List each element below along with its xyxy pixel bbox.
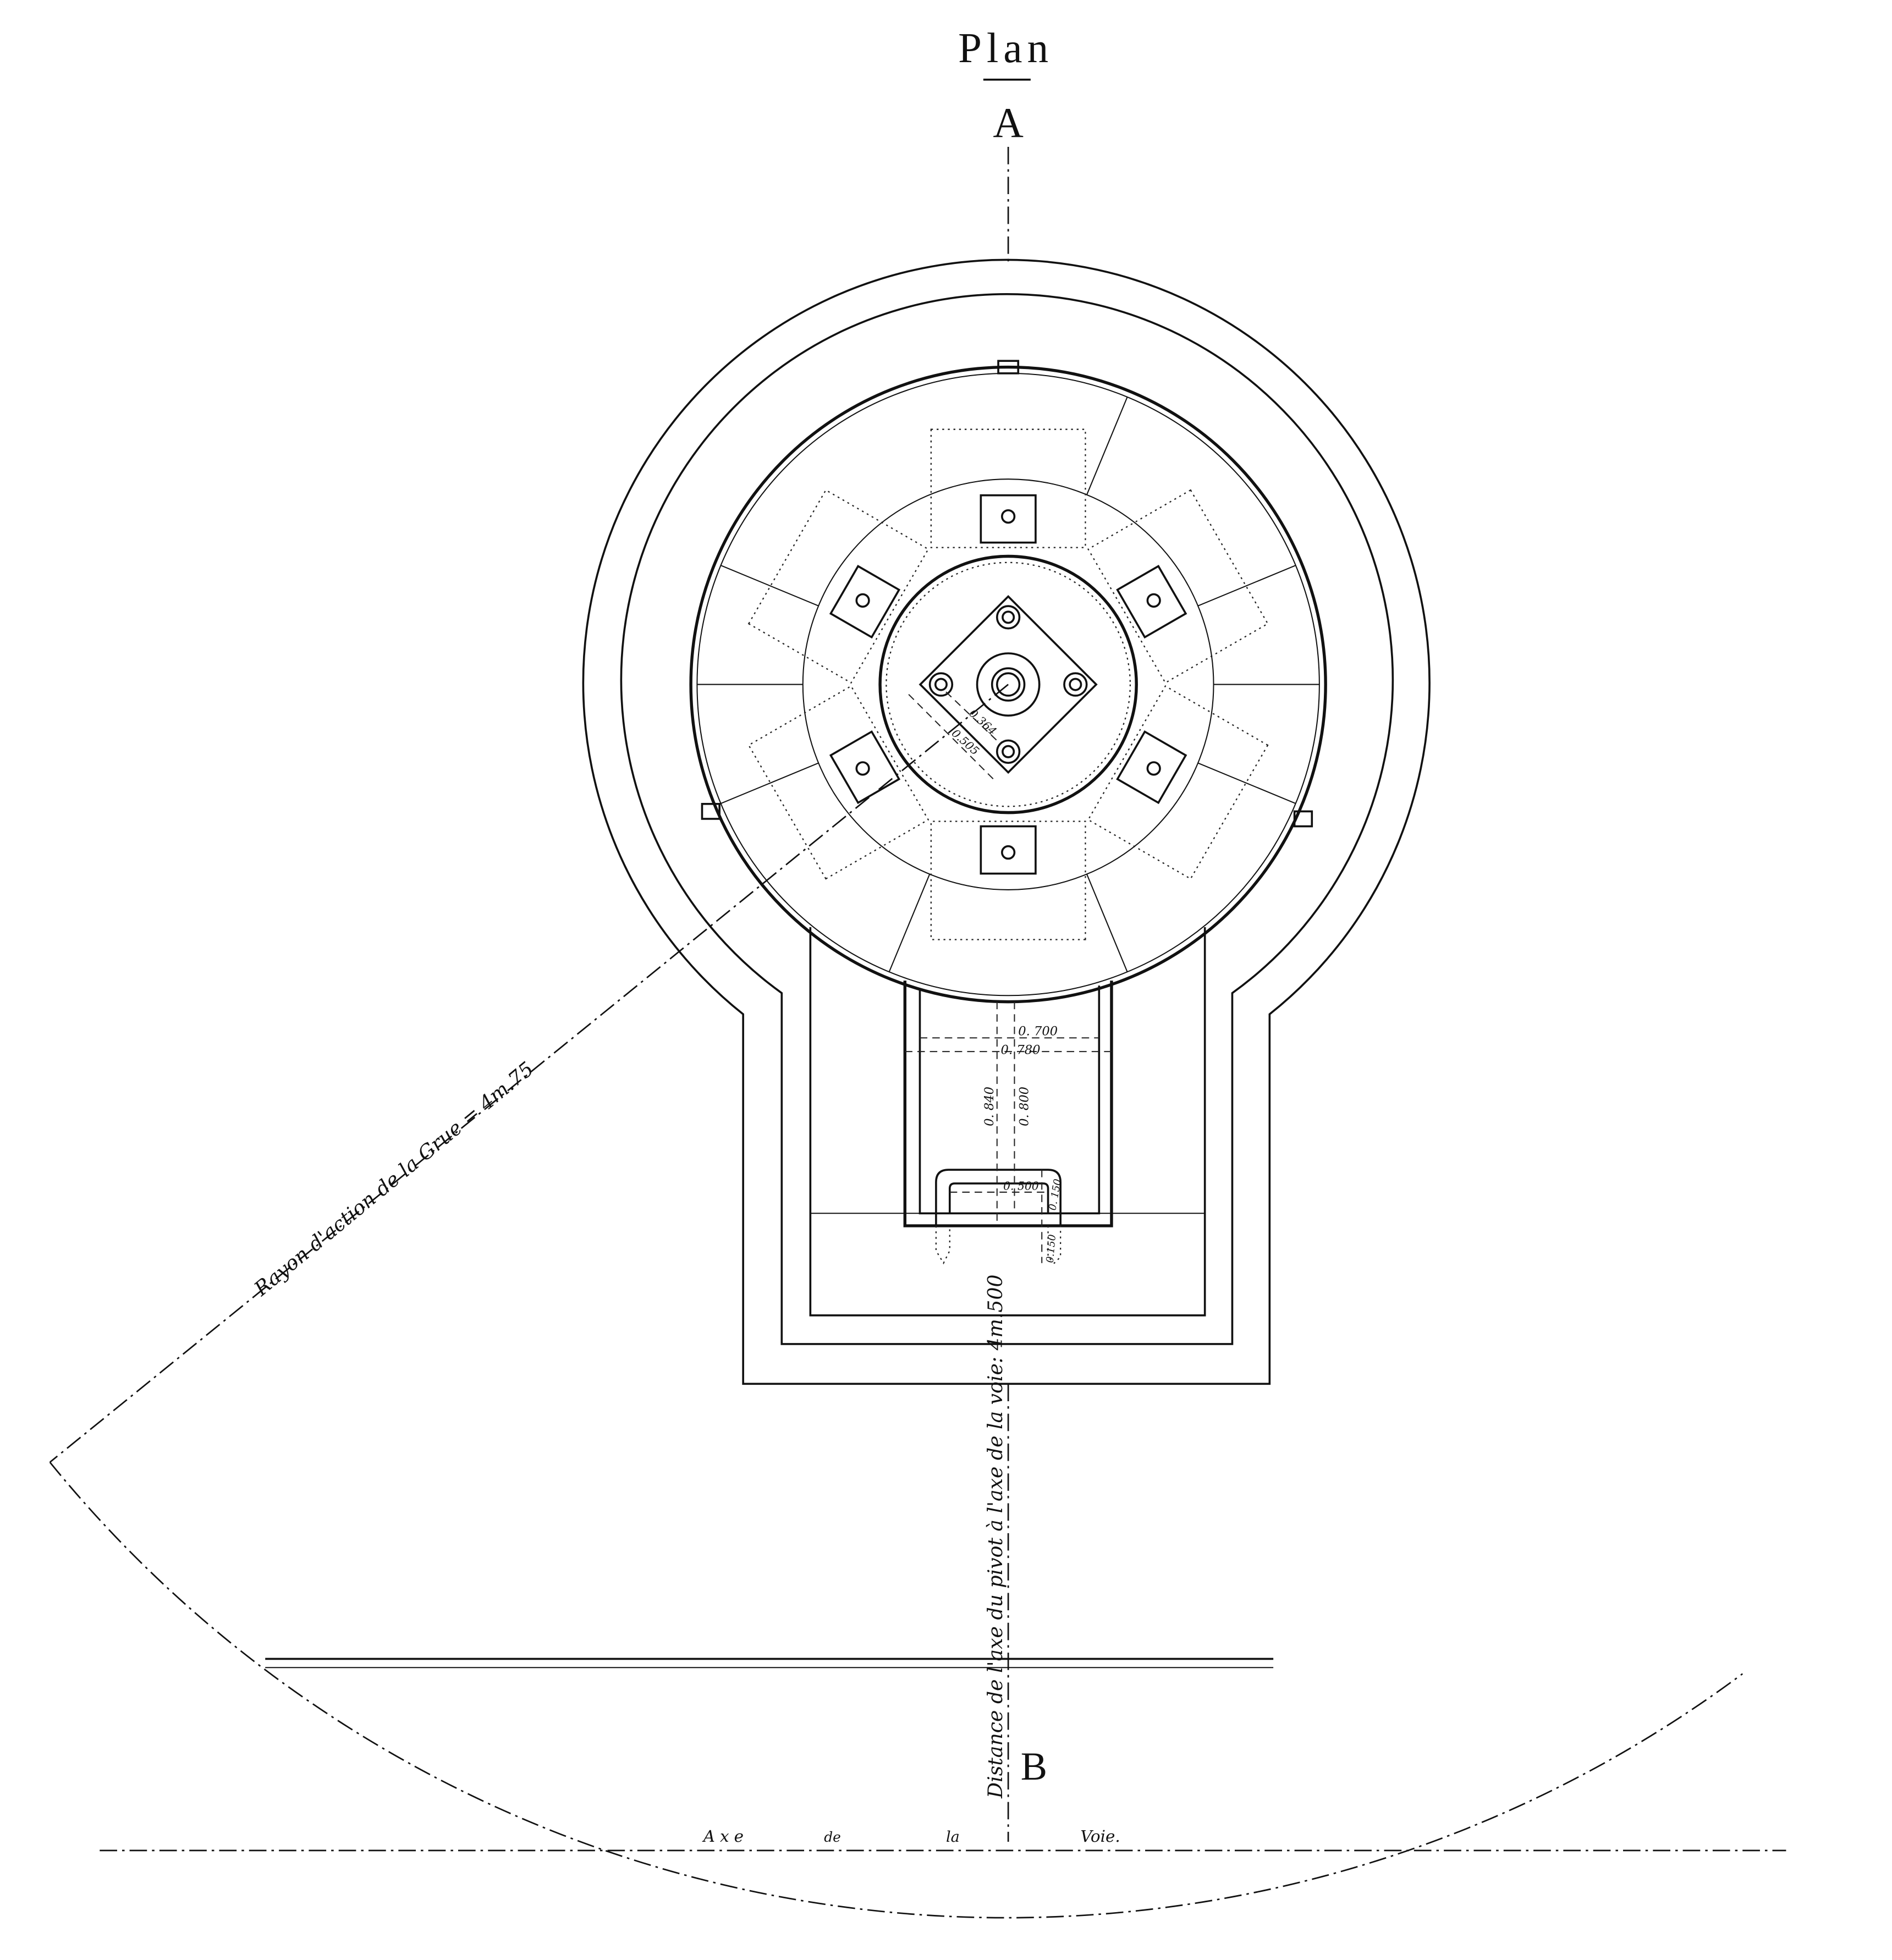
spoke-line: [888, 874, 931, 972]
bolt-hole: [1146, 593, 1161, 608]
spoke-line: [1197, 565, 1296, 607]
bolt-plates: [829, 494, 1187, 875]
spoke-line: [1197, 762, 1296, 805]
dim-bracket-width: 0. 500: [1003, 1179, 1039, 1192]
spoke-line: [721, 565, 819, 607]
lug-top: [997, 360, 1020, 375]
pivot-shaft-inner: [996, 672, 1021, 697]
spoke-line: [1086, 874, 1128, 972]
spoke-line: [1086, 397, 1128, 495]
track-axis-word-1: Axe: [702, 1827, 749, 1846]
dim-line-plate-side: [908, 693, 997, 782]
lug-left: [701, 802, 721, 820]
spoke-line: [721, 762, 819, 805]
dim-pit-inner-width: 0. 700: [1018, 1025, 1058, 1039]
track-axis-word-3: la: [946, 1829, 960, 1846]
hub-dotted-circle: [886, 561, 1131, 807]
dotted-block: [747, 685, 930, 880]
section-mark-a: A: [993, 99, 1024, 146]
bolt-plate: [980, 494, 1037, 544]
track-axis-word-4: Voie.: [1080, 1827, 1120, 1846]
bolt-plate: [829, 730, 901, 805]
pit-outline: [903, 981, 1113, 1227]
bolt-hole: [1146, 761, 1161, 776]
dim-anchor-depth: 0.150: [1044, 1234, 1058, 1263]
dim-pit-depth-inner: 0. 800: [1017, 1087, 1031, 1126]
anchor-leg-right: [1047, 1225, 1062, 1264]
dotted-block: [747, 489, 930, 684]
turntable-circle: [689, 365, 1327, 1004]
anchor-leg-left: [935, 1225, 950, 1265]
pivot-shaft: [991, 667, 1026, 702]
dotted-block: [930, 428, 1086, 548]
pit-inner-outline: [919, 985, 1101, 1215]
bolt-hole: [855, 761, 870, 776]
anchor-bracket-inner: [948, 1182, 1049, 1214]
bolt-hole: [1001, 845, 1016, 860]
dotted-block: [1087, 685, 1269, 880]
bolt-hole: [1001, 509, 1016, 524]
section-mark-b: B: [1021, 1744, 1047, 1788]
lug-right: [1293, 810, 1313, 828]
pivot-base-plate: [919, 595, 1098, 774]
crane-radius-label: Rayon d'action de la Grue = 4m.75: [249, 1057, 538, 1301]
hub-circle: [878, 554, 1138, 814]
spokes: [697, 397, 1319, 972]
bolt-plate: [829, 565, 901, 639]
dim-pit-depth-outer: 0. 840: [982, 1087, 997, 1126]
dotted-block: [930, 821, 1086, 940]
crane-radius-line: [49, 684, 1009, 1463]
pivot-collar: [976, 652, 1041, 717]
bolt-plate: [1116, 565, 1187, 639]
bolt-hole: [855, 593, 870, 608]
drawing-title: Plan: [958, 24, 1053, 71]
outer-foundation-outline: [582, 258, 1431, 1385]
anchor-bracket: [935, 1169, 1062, 1226]
pivot-distance-label: Distance de l'axe du pivot à l'axe de la…: [983, 1275, 1007, 1799]
plate-bolts: [928, 605, 1088, 764]
dim-line-plate-bolt: [945, 691, 1002, 745]
bolt-plate: [1116, 730, 1187, 805]
crane-action-arc: [49, 1462, 1744, 1919]
dim-pit-outer-width: 0. 780: [1001, 1043, 1041, 1058]
dotted-blocks: [747, 428, 1269, 940]
second-foundation-outline: [620, 293, 1394, 1345]
middle-ring: [802, 478, 1214, 890]
track-axis-word-2: de: [824, 1829, 841, 1845]
dotted-block: [1087, 489, 1269, 684]
inner-rectangle: [809, 927, 1206, 1317]
bolt-plate: [980, 825, 1037, 875]
